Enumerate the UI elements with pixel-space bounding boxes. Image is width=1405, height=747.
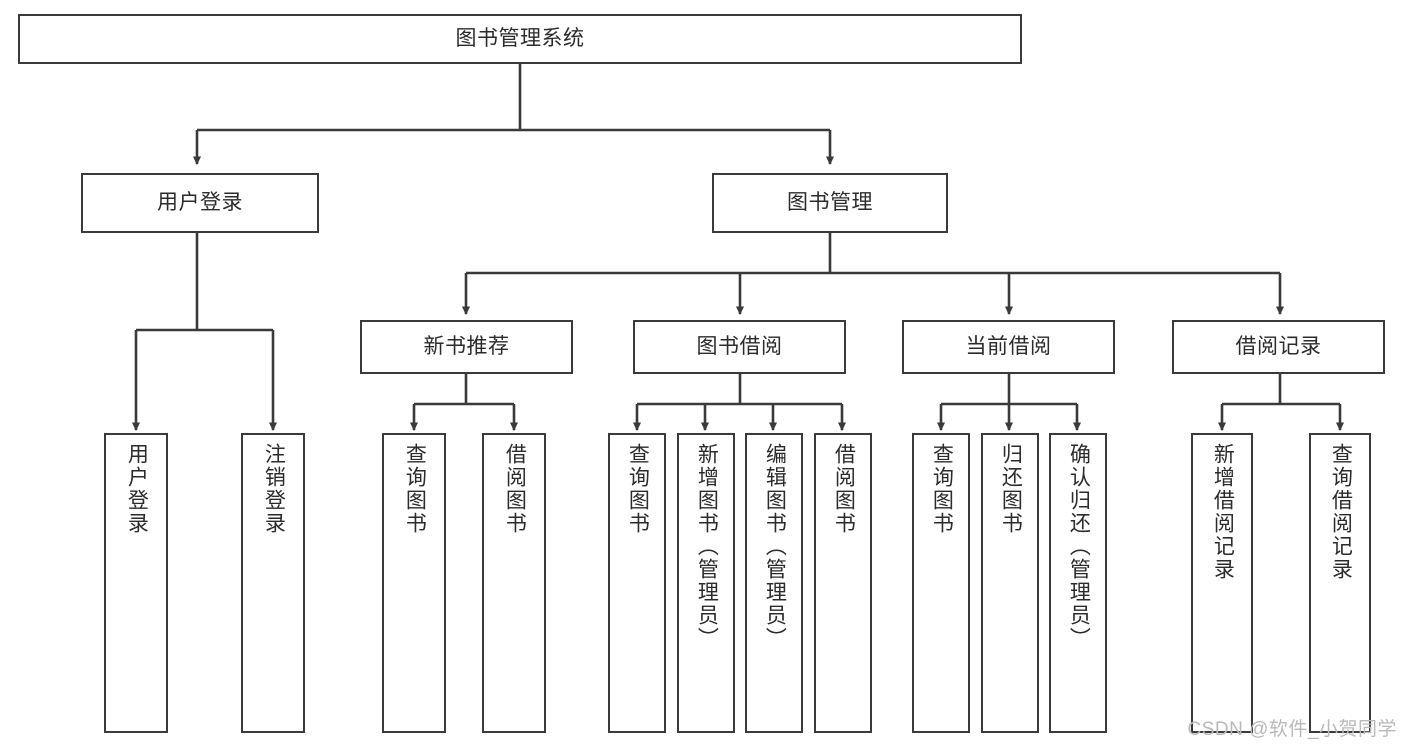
node-label: 借阅记录 — [1235, 334, 1322, 358]
node-book-borrow[interactable]: 图书借阅 — [633, 320, 846, 374]
node-label: 新书推荐 — [423, 334, 510, 358]
node-label: 当前借阅 — [965, 334, 1052, 358]
node-label: 借阅图书 — [503, 443, 527, 535]
node-label: 新增借阅记录 — [1211, 443, 1235, 581]
node-label: 图书管理 — [787, 190, 873, 214]
node-current-borrow[interactable]: 当前借阅 — [902, 320, 1115, 374]
node-label: 编辑图书（管理员） — [763, 443, 787, 650]
leaf-query-book-borrow[interactable]: 查询图书 — [608, 433, 666, 733]
leaf-add-borrow-record[interactable]: 新增借阅记录 — [1191, 433, 1253, 733]
leaf-borrow-book[interactable]: 借阅图书 — [814, 433, 872, 733]
node-label: 查询图书 — [403, 443, 427, 535]
node-label: 确认归还（管理员） — [1067, 443, 1091, 650]
node-borrow-record[interactable]: 借阅记录 — [1172, 320, 1385, 374]
node-root-system[interactable]: 图书管理系统 — [18, 14, 1022, 64]
node-label: 图书借阅 — [696, 334, 783, 358]
node-label: 查询借阅记录 — [1329, 443, 1353, 581]
leaf-query-book-current[interactable]: 查询图书 — [912, 433, 970, 733]
node-user-login[interactable]: 用户登录 — [81, 173, 319, 233]
leaf-return-book[interactable]: 归还图书 — [981, 433, 1039, 733]
node-label: 查询图书 — [626, 443, 650, 535]
leaf-add-book[interactable]: 新增图书（管理员） — [677, 433, 735, 733]
node-label: 图书管理系统 — [455, 26, 585, 50]
leaf-logout-login[interactable]: 注销登录 — [241, 433, 305, 733]
leaf-user-login[interactable]: 用户登录 — [104, 433, 168, 733]
node-label: 查询图书 — [930, 443, 954, 535]
node-new-book-recommend[interactable]: 新书推荐 — [360, 320, 573, 374]
node-book-management[interactable]: 图书管理 — [712, 173, 948, 233]
node-label: 用户登录 — [157, 190, 243, 214]
leaf-edit-book[interactable]: 编辑图书（管理员） — [745, 433, 803, 733]
node-label: 用户登录 — [125, 443, 149, 535]
leaf-query-borrow-record[interactable]: 查询借阅记录 — [1309, 433, 1371, 733]
node-label: 注销登录 — [262, 443, 286, 535]
node-label: 新增图书（管理员） — [695, 443, 719, 650]
leaf-confirm-return[interactable]: 确认归还（管理员） — [1049, 433, 1107, 733]
watermark-text: CSDN @软件_小贺同学 — [1187, 719, 1397, 740]
leaf-borrow-book-recommend[interactable]: 借阅图书 — [482, 433, 546, 733]
node-label: 借阅图书 — [832, 443, 856, 535]
leaf-query-book-recommend[interactable]: 查询图书 — [382, 433, 446, 733]
node-label: 归还图书 — [999, 443, 1023, 535]
